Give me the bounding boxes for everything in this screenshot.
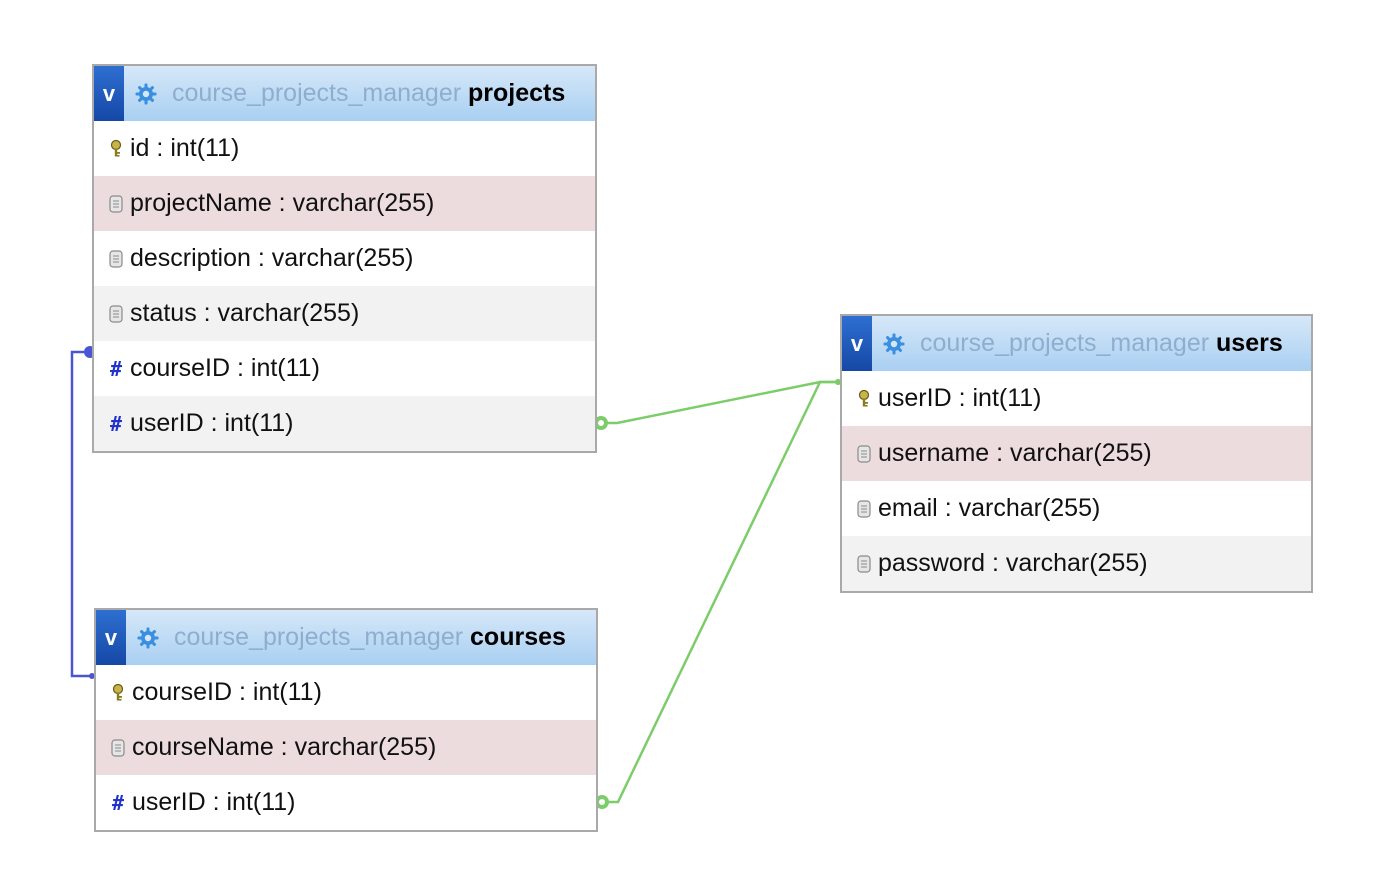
column-separator: : [989, 439, 1011, 467]
table-projects[interactable]: v course_projects_manager projects id : in… [92, 64, 597, 453]
table-name: projects [468, 79, 566, 107]
column-name: username [878, 439, 990, 467]
column-separator: : [205, 788, 227, 816]
text-field-icon [104, 734, 132, 762]
column-type: varchar(255) [292, 189, 435, 217]
column-name: description [130, 244, 251, 272]
table-name: courses [470, 623, 566, 651]
column-type: varchar(255) [958, 494, 1101, 522]
column-row[interactable]: email : varchar(255) [842, 481, 1311, 536]
column-row[interactable]: # courseID : int(11) [94, 341, 595, 396]
text-field-icon [102, 190, 130, 218]
table-title[interactable]: course_projects_manager courses [174, 623, 566, 652]
relation-line [597, 380, 840, 425]
column-type: varchar(255) [271, 244, 414, 272]
column-separator: : [203, 409, 225, 437]
column-type: varchar(255) [1005, 549, 1148, 577]
column-row[interactable]: password : varchar(255) [842, 536, 1311, 591]
gear-icon[interactable] [134, 82, 158, 106]
toggle-columns-button[interactable]: v [842, 316, 872, 371]
text-field-icon [102, 300, 130, 328]
column-name: courseID [132, 678, 233, 706]
column-row[interactable]: id : int(11) [94, 121, 595, 176]
column-separator: : [196, 299, 218, 327]
gear-icon[interactable] [882, 332, 906, 356]
column-type: int(11) [170, 134, 240, 162]
text-field-icon [850, 550, 878, 578]
primary-key-icon [850, 385, 878, 413]
column-separator: : [273, 733, 295, 761]
column-name: userID [878, 384, 952, 412]
column-separator: : [985, 549, 1006, 577]
primary-key-icon [102, 135, 130, 163]
column-type: varchar(255) [1010, 439, 1152, 467]
column-name: password [878, 549, 985, 577]
column-name: userID [130, 409, 204, 437]
primary-key-icon [104, 679, 132, 707]
column-row[interactable]: userID : int(11) [842, 371, 1311, 426]
database-name: course_projects_manager [920, 329, 1210, 357]
column-row[interactable]: courseName : varchar(255) [96, 720, 596, 775]
table-users[interactable]: v course_projects_manager users userID : i… [840, 314, 1313, 593]
relation-end-dot-inner [598, 420, 604, 426]
column-type: int(11) [226, 788, 296, 816]
column-separator: : [937, 494, 959, 522]
column-name: courseName [132, 733, 274, 761]
table-header[interactable]: v course_projects_manager users [842, 316, 1311, 371]
column-row[interactable]: # userID : int(11) [94, 396, 595, 451]
column-type: varchar(255) [217, 299, 360, 327]
toggle-columns-button[interactable]: v [96, 610, 126, 665]
column-name: id [130, 134, 150, 162]
column-separator: : [250, 244, 272, 272]
relation-end-dot-inner [599, 799, 605, 805]
column-type: varchar(255) [294, 733, 437, 761]
numeric-field-icon: # [109, 411, 123, 436]
column-row[interactable]: # userID : int(11) [96, 775, 596, 830]
column-type: int(11) [250, 354, 320, 382]
column-row[interactable]: courseID : int(11) [96, 665, 596, 720]
column-row[interactable]: username : varchar(255) [842, 426, 1311, 481]
column-name: status [130, 299, 197, 327]
column-name: projectName [130, 189, 272, 217]
text-field-icon [102, 245, 130, 273]
column-row[interactable]: status : varchar(255) [94, 286, 595, 341]
table-header[interactable]: v course_projects_manager projects [94, 66, 595, 121]
column-type: int(11) [224, 409, 294, 437]
table-header[interactable]: v course_projects_manager courses [96, 610, 596, 665]
numeric-field-icon: # [111, 790, 125, 815]
relation-line [70, 350, 94, 678]
column-row[interactable]: description : varchar(255) [94, 231, 595, 286]
table-title[interactable]: course_projects_manager projects [172, 79, 565, 108]
column-name: email [878, 494, 938, 522]
text-field-icon [850, 440, 878, 468]
column-separator: : [271, 189, 293, 217]
numeric-field-icon: # [109, 356, 123, 381]
table-title[interactable]: course_projects_manager users [920, 329, 1283, 358]
relation-line [598, 380, 840, 804]
toggle-columns-button[interactable]: v [94, 66, 124, 121]
table-courses[interactable]: v course_projects_manager courses courseID… [94, 608, 598, 832]
text-field-icon [850, 495, 878, 523]
column-type: int(11) [252, 678, 322, 706]
column-type: int(11) [972, 384, 1042, 412]
column-row[interactable]: projectName : varchar(255) [94, 176, 595, 231]
column-separator: : [149, 134, 171, 162]
column-name: courseID [130, 354, 231, 382]
column-separator: : [230, 354, 251, 382]
database-name: course_projects_manager [172, 79, 462, 107]
gear-icon[interactable] [136, 626, 160, 650]
column-separator: : [232, 678, 253, 706]
table-name: users [1216, 329, 1283, 357]
column-name: userID [132, 788, 206, 816]
database-name: course_projects_manager [174, 623, 464, 651]
column-separator: : [951, 384, 973, 412]
